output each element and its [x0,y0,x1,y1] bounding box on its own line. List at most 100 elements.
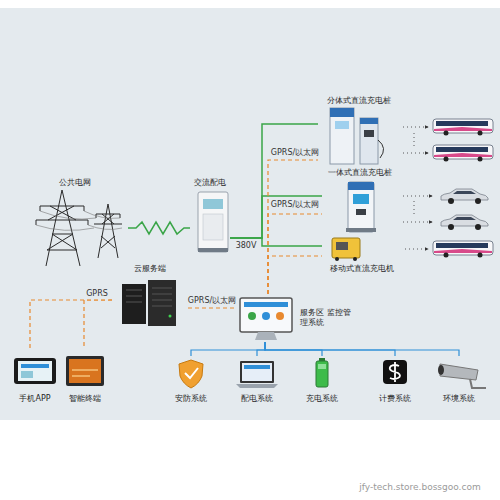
charging-link [403,222,432,223]
mobile-charger [332,238,360,258]
security-icon [179,360,203,388]
split-charger [335,121,349,129]
terminal-box: 手机APP [10,348,60,404]
node-label: 服务区 监控管理系统 [300,308,352,328]
integrated-charger [356,209,366,215]
monitor-screen [240,298,292,340]
billing-icon [390,362,400,382]
data-link [268,160,318,294]
node-label: 移动式直流充电机 [330,264,394,274]
vehicle [433,145,493,162]
power-grid: 公共电网 [22,178,128,268]
billing-icon [383,360,407,384]
charging-link [403,127,428,128]
charging-link [405,249,428,250]
integrated-charger [353,194,369,204]
cloud-server [126,288,172,306]
integrated-charger [348,182,374,190]
monitor-system: 服务区 监控管理系统 [236,294,356,342]
camera-icon [438,365,444,375]
smart-terminal [69,359,101,383]
node-label: 手机APP [19,394,50,404]
vehicle [441,215,488,230]
subsystem-box: 安防系统 [170,356,212,404]
split-charger [330,108,384,164]
ac-cabinet [198,192,228,252]
data-link [268,214,322,294]
phone-app [18,361,52,381]
integrated-charger [348,182,374,232]
phone-app [14,358,56,384]
ac-cabinet [198,192,228,252]
integrated-charger [346,228,376,232]
distribution-icon [244,365,270,369]
server-box: 云服务端 [112,264,188,328]
security-icon [185,368,198,378]
smart-terminal [66,356,104,386]
battery-icon [316,361,328,387]
distribution-icon [236,361,278,388]
cloud-server [169,315,172,318]
charger-box: 移动式直流充电机 [322,236,402,274]
link-label: GPRS/以太网 [270,200,320,210]
charger-box: 一体式直流充电桩 [322,168,398,234]
link-label: GPRS [85,289,109,299]
monitor-screen [276,312,284,320]
system-link [191,342,265,356]
billing-icon [383,360,407,384]
power-line [230,124,318,238]
charging-link [403,196,432,197]
vehicle [433,119,493,136]
battery-icon [318,364,326,369]
split-charger [364,130,374,137]
node-label: 计费系统 [379,394,411,404]
ac-cabinet [203,214,223,240]
monitor-screen [240,298,292,332]
camera-icon [438,364,486,388]
distribution-icon [242,363,272,381]
ac-cabinet [203,199,223,209]
split-charger [360,118,378,124]
ac-distribution: 交流配电 [190,178,230,256]
node-label: 智能终端 [69,394,101,404]
power-tower [36,190,122,266]
watermark: jfy-tech.store.bossgoo.com [359,482,480,493]
mobile-charger [335,257,339,261]
charging-link [403,153,428,154]
node-label: 交流配电 [194,178,226,188]
mobile-charger [336,242,348,250]
security-icon [179,360,203,388]
monitor-screen [248,312,256,320]
power-tower [94,204,122,258]
link-label: GPRS/以太网 [270,148,320,158]
phone-app [14,358,56,384]
vehicle [441,189,488,204]
subsystem-box: 计费系统 [372,356,418,404]
power-tower [36,211,122,230]
ac-cabinet [198,248,228,252]
node-label: 公共电网 [59,178,91,188]
voltage-label: 380V [236,241,257,251]
node-label: 一体式直流充电桩 [328,168,392,178]
subsystem-box: 充电系统 [300,356,344,404]
system-link [265,342,395,356]
distribution-icon [236,384,278,388]
power-line [230,196,322,238]
subsystem-box: 环境系统 [428,356,490,404]
data-link [268,256,322,294]
smart-terminal [66,356,104,386]
cloud-server [122,280,176,326]
terminal-box: 智能终端 [62,348,108,404]
monitor-screen [255,332,277,340]
background-panel [0,8,500,420]
monitor-screen [244,302,288,307]
split-charger [330,108,354,164]
system-link [257,342,265,356]
mobile-charger [353,257,357,261]
split-charger [330,108,354,117]
mobile-charger [332,238,360,261]
node-label: 分体式直流充电桩 [327,96,391,106]
phone-app [21,364,49,368]
split-charger [378,140,384,158]
